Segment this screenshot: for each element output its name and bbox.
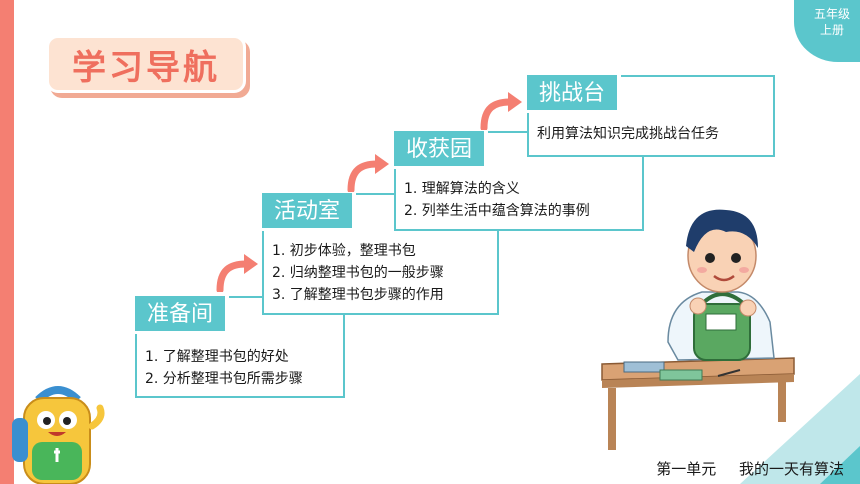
step-harvest-title: 收获园 [394,131,489,169]
curved-arrow-icon [216,254,258,292]
student-with-backpack-icon [601,209,795,450]
page-title: 学习导航 [72,47,220,88]
step-line: 1. 了解整理书包的好处 [145,349,289,365]
volume-text: 上册 [819,23,844,37]
step-line: 2. 归纳整理书包的一般步骤 [272,265,444,281]
step-line: 3. 了解整理书包步骤的作用 [272,287,444,303]
unit-label: 第一单元 [656,460,717,478]
page-title-badge: 学习导航 [46,35,246,93]
step-prepare-title: 准备间 [135,296,230,334]
grade-label: 五年级 上册 [814,6,850,38]
step-challenge[interactable]: 挑战台 利用算法知识完成挑战台任务 [527,75,775,157]
step-challenge-title: 挑战台 [527,75,622,113]
step-prepare-content: 1. 了解整理书包的好处 2. 分析整理书包所需步骤 [145,346,303,390]
backpack-mascot-icon [12,386,105,484]
step-line: 利用算法知识完成挑战台任务 [537,126,719,142]
step-line: 1. 理解算法的含义 [404,181,520,197]
curved-arrow-icon [480,92,522,130]
grade-corner: 五年级 上册 [794,0,860,62]
left-edge-strip [0,0,14,484]
step-harvest-content: 1. 理解算法的含义 2. 列举生活中蕴含算法的事例 [404,178,590,222]
step-line: 1. 初步体验，整理书包 [272,243,416,259]
footer-caption: 第一单元 我的一天有算法 [656,458,844,479]
step-activity-content: 1. 初步体验，整理书包 2. 归纳整理书包的一般步骤 3. 了解整理书包步骤的… [272,240,444,306]
step-challenge-content: 利用算法知识完成挑战台任务 [537,123,719,145]
step-activity-title: 活动室 [262,193,357,231]
curved-arrow-icon [347,154,389,192]
step-line: 2. 分析整理书包所需步骤 [145,371,303,387]
step-line: 2. 列举生活中蕴含算法的事例 [404,203,590,219]
grade-text: 五年级 [813,7,850,21]
lesson-label: 我的一天有算法 [738,460,844,478]
corner-decoration-dark [820,446,860,484]
